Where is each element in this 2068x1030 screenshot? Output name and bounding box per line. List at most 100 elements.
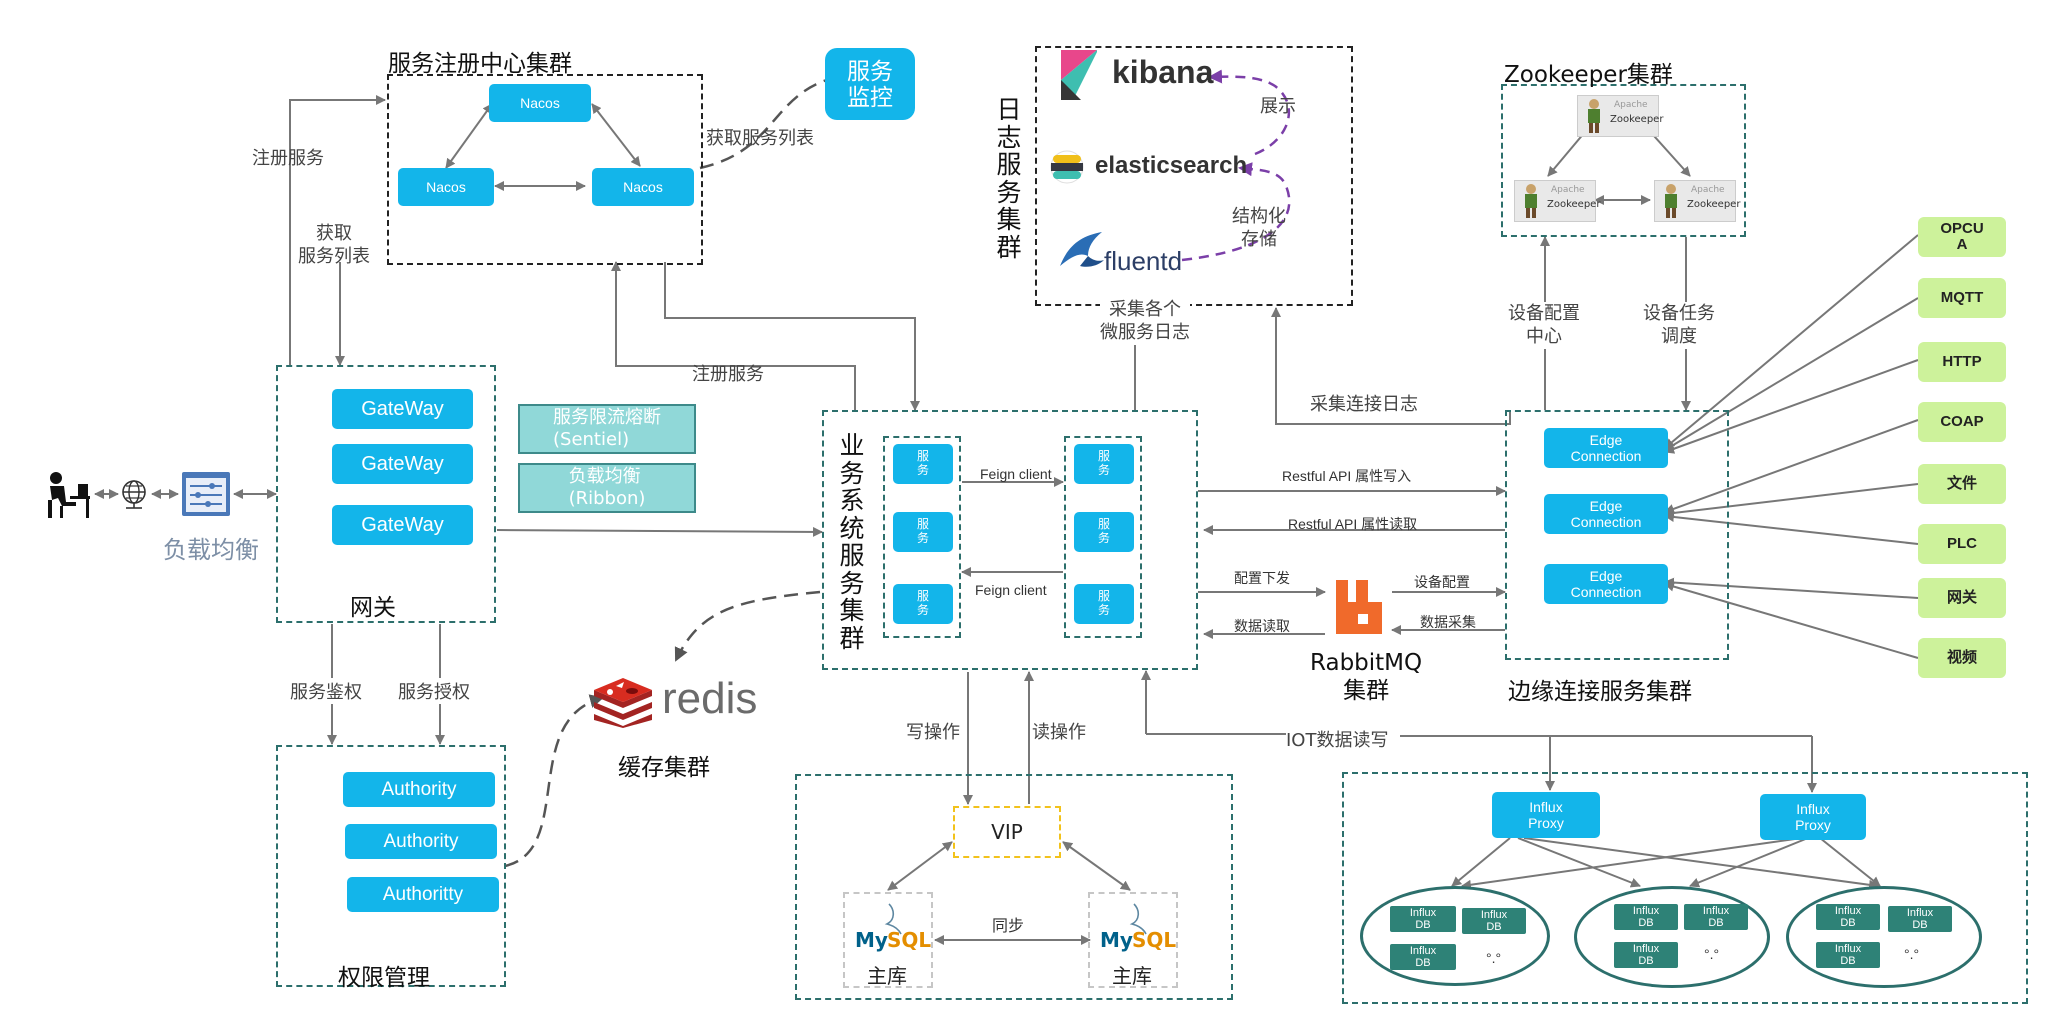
service-grant-label: 服务授权 [398,678,470,704]
mysql-master-1-label: 主库 [867,964,907,988]
business-cluster-title: 业务系统服务集群 [839,431,865,653]
service-left-3[interactable]: 服 务 [893,584,953,624]
protocol-gateway[interactable]: 网关 [1918,578,2006,618]
collect-connection-logs-label: 采集连接日志 [1310,394,1418,415]
elasticsearch-label: elasticsearch [1095,152,1248,179]
service-left-2[interactable]: 服 务 [893,512,953,552]
zookeeper-cluster [1501,84,1746,237]
gateway-node-1[interactable]: GateWay [332,389,473,429]
vip-node[interactable]: VIP [953,806,1061,858]
device-task-dispatch-label: 设备任务 调度 [1643,302,1715,349]
influx-db-group-3 [1786,886,1982,988]
zookeeper-figure-icon [1665,184,1677,218]
edge-cluster [1505,410,1729,660]
service-right-2[interactable]: 服 务 [1074,512,1134,552]
edge-connection-2[interactable]: Edge Connection [1544,494,1668,534]
read-op-label: 读操作 [1032,722,1086,743]
protocol-file[interactable]: 文件 [1918,464,2006,504]
fluentd-logo-icon [1058,226,1104,272]
influx-db-node[interactable]: Influx DB [1614,904,1678,930]
nacos-node-right[interactable]: Nacos [592,168,694,206]
protocol-coap[interactable]: COAP [1918,402,2006,442]
zookeeper-cluster-title: Zookeeper集群 [1504,62,1673,88]
protocol-mqtt[interactable]: MQTT [1918,278,2006,318]
influx-db-node[interactable]: Influx DB [1816,942,1880,968]
influx-proxy-2[interactable]: Influx Proxy [1760,794,1866,840]
mysql-logo-sql: SQL [887,928,932,952]
service-right-3[interactable]: 服 务 [1074,584,1134,624]
influx-db-group-2 [1574,886,1770,988]
collect-micro-logs-label: 采集各个 微服务日志 [1100,298,1190,345]
influx-db-node[interactable]: Influx DB [1684,904,1748,930]
protocol-opcua[interactable]: OPCU A [1918,217,2006,257]
service-monitor[interactable]: 服务 监控 [825,48,915,120]
zookeeper-node-right[interactable]: Apache Zookeeper [1654,180,1740,222]
sync-label: 同步 [992,918,1025,935]
zookeeper-node-top-apache: Apache [1614,100,1648,110]
authority-node-1[interactable]: Authority [343,772,495,807]
protocol-http[interactable]: HTTP [1918,342,2006,382]
influx-cluster [1342,772,2028,1004]
influx-db-node[interactable]: Influx DB [1462,908,1526,934]
business-service-column-left [883,436,961,638]
influx-more-dots: °.° [1486,950,1502,966]
fluentd-label: fluentd [1104,246,1183,276]
registry-cluster [387,74,703,265]
influx-db-node[interactable]: Influx DB [1816,904,1880,930]
service-right-1[interactable]: 服 务 [1074,444,1134,484]
influx-db-node[interactable]: Influx DB [1390,906,1456,932]
influx-more-dots: °.° [1904,946,1920,962]
edge-connection-3[interactable]: Edge Connection [1544,564,1668,604]
redis-logo-label: redis [662,674,758,723]
protocol-video[interactable]: 视频 [1918,638,2006,678]
authority-node-3[interactable]: Authoritty [347,877,499,912]
log-cluster-title: 日志服务集群 [996,95,1022,262]
influx-db-group-1 [1360,886,1550,986]
mysql-logo-my: My [855,928,888,952]
influx-db-node[interactable]: Influx DB [1390,944,1456,970]
register-service-left-label: 注册服务 [252,148,324,169]
edge-connection-1[interactable]: Edge Connection [1544,428,1668,468]
user-at-desk-icon [42,470,92,520]
show-label: 展示 [1260,96,1296,117]
mysql-logo-sql: SQL [1132,928,1177,952]
authority-node-2[interactable]: Authority [345,824,497,859]
influx-db-node[interactable]: Influx DB [1614,942,1678,968]
zookeeper-node-top-label: Zookeeper [1610,114,1664,125]
device-config-label: 设备配置 [1414,574,1470,590]
registry-cluster-title: 服务注册中心集群 [388,51,572,77]
structured-store-label: 结构化 存储 [1232,206,1286,251]
load-balancer-icon [180,470,232,518]
zookeeper-figure-icon [1588,99,1600,133]
service-left-1[interactable]: 服 务 [893,444,953,484]
write-op-label: 写操作 [906,722,960,743]
get-service-list-left-label: 获取 服务列表 [298,223,370,268]
business-cluster [822,410,1198,670]
zookeeper-node-right-apache: Apache [1691,185,1725,195]
gateway-cluster-title: 网关 [350,595,396,621]
data-collect-label: 数据采集 [1420,614,1476,630]
zookeeper-node-left-apache: Apache [1551,185,1585,195]
zookeeper-node-left[interactable]: Apache Zookeeper [1514,180,1600,222]
restful-read-label: Restful API 属性读取 [1288,516,1418,532]
influx-proxy-1[interactable]: Influx Proxy [1492,792,1600,838]
nacos-node-left[interactable]: Nacos [398,168,494,206]
kibana-logo-icon [1061,50,1097,100]
authority-cluster-title: 权限管理 [338,965,430,991]
mysql-master-2-label: 主库 [1112,964,1152,988]
zookeeper-node-top[interactable]: Apache Zookeeper [1577,95,1663,137]
mysql-cluster [795,774,1233,1000]
gateway-node-2[interactable]: GateWay [332,444,473,484]
nacos-node-top[interactable]: Nacos [489,84,591,122]
iot-data-label: IOT数据读写 [1286,726,1389,752]
elasticsearch-logo-icon [1050,150,1084,184]
zookeeper-node-right-label: Zookeeper [1687,199,1741,210]
mysql-master-1[interactable]: My SQL 主库 [843,892,933,988]
influx-more-dots: °.° [1704,946,1720,962]
gateway-node-3[interactable]: GateWay [332,505,473,545]
mysql-master-2[interactable]: My SQL 主库 [1088,892,1178,988]
ribbon-policy: 负载均衡 (Ribbon) [518,463,696,513]
log-cluster [1035,46,1353,306]
influx-db-node[interactable]: Influx DB [1888,906,1952,932]
protocol-plc[interactable]: PLC [1918,524,2006,564]
